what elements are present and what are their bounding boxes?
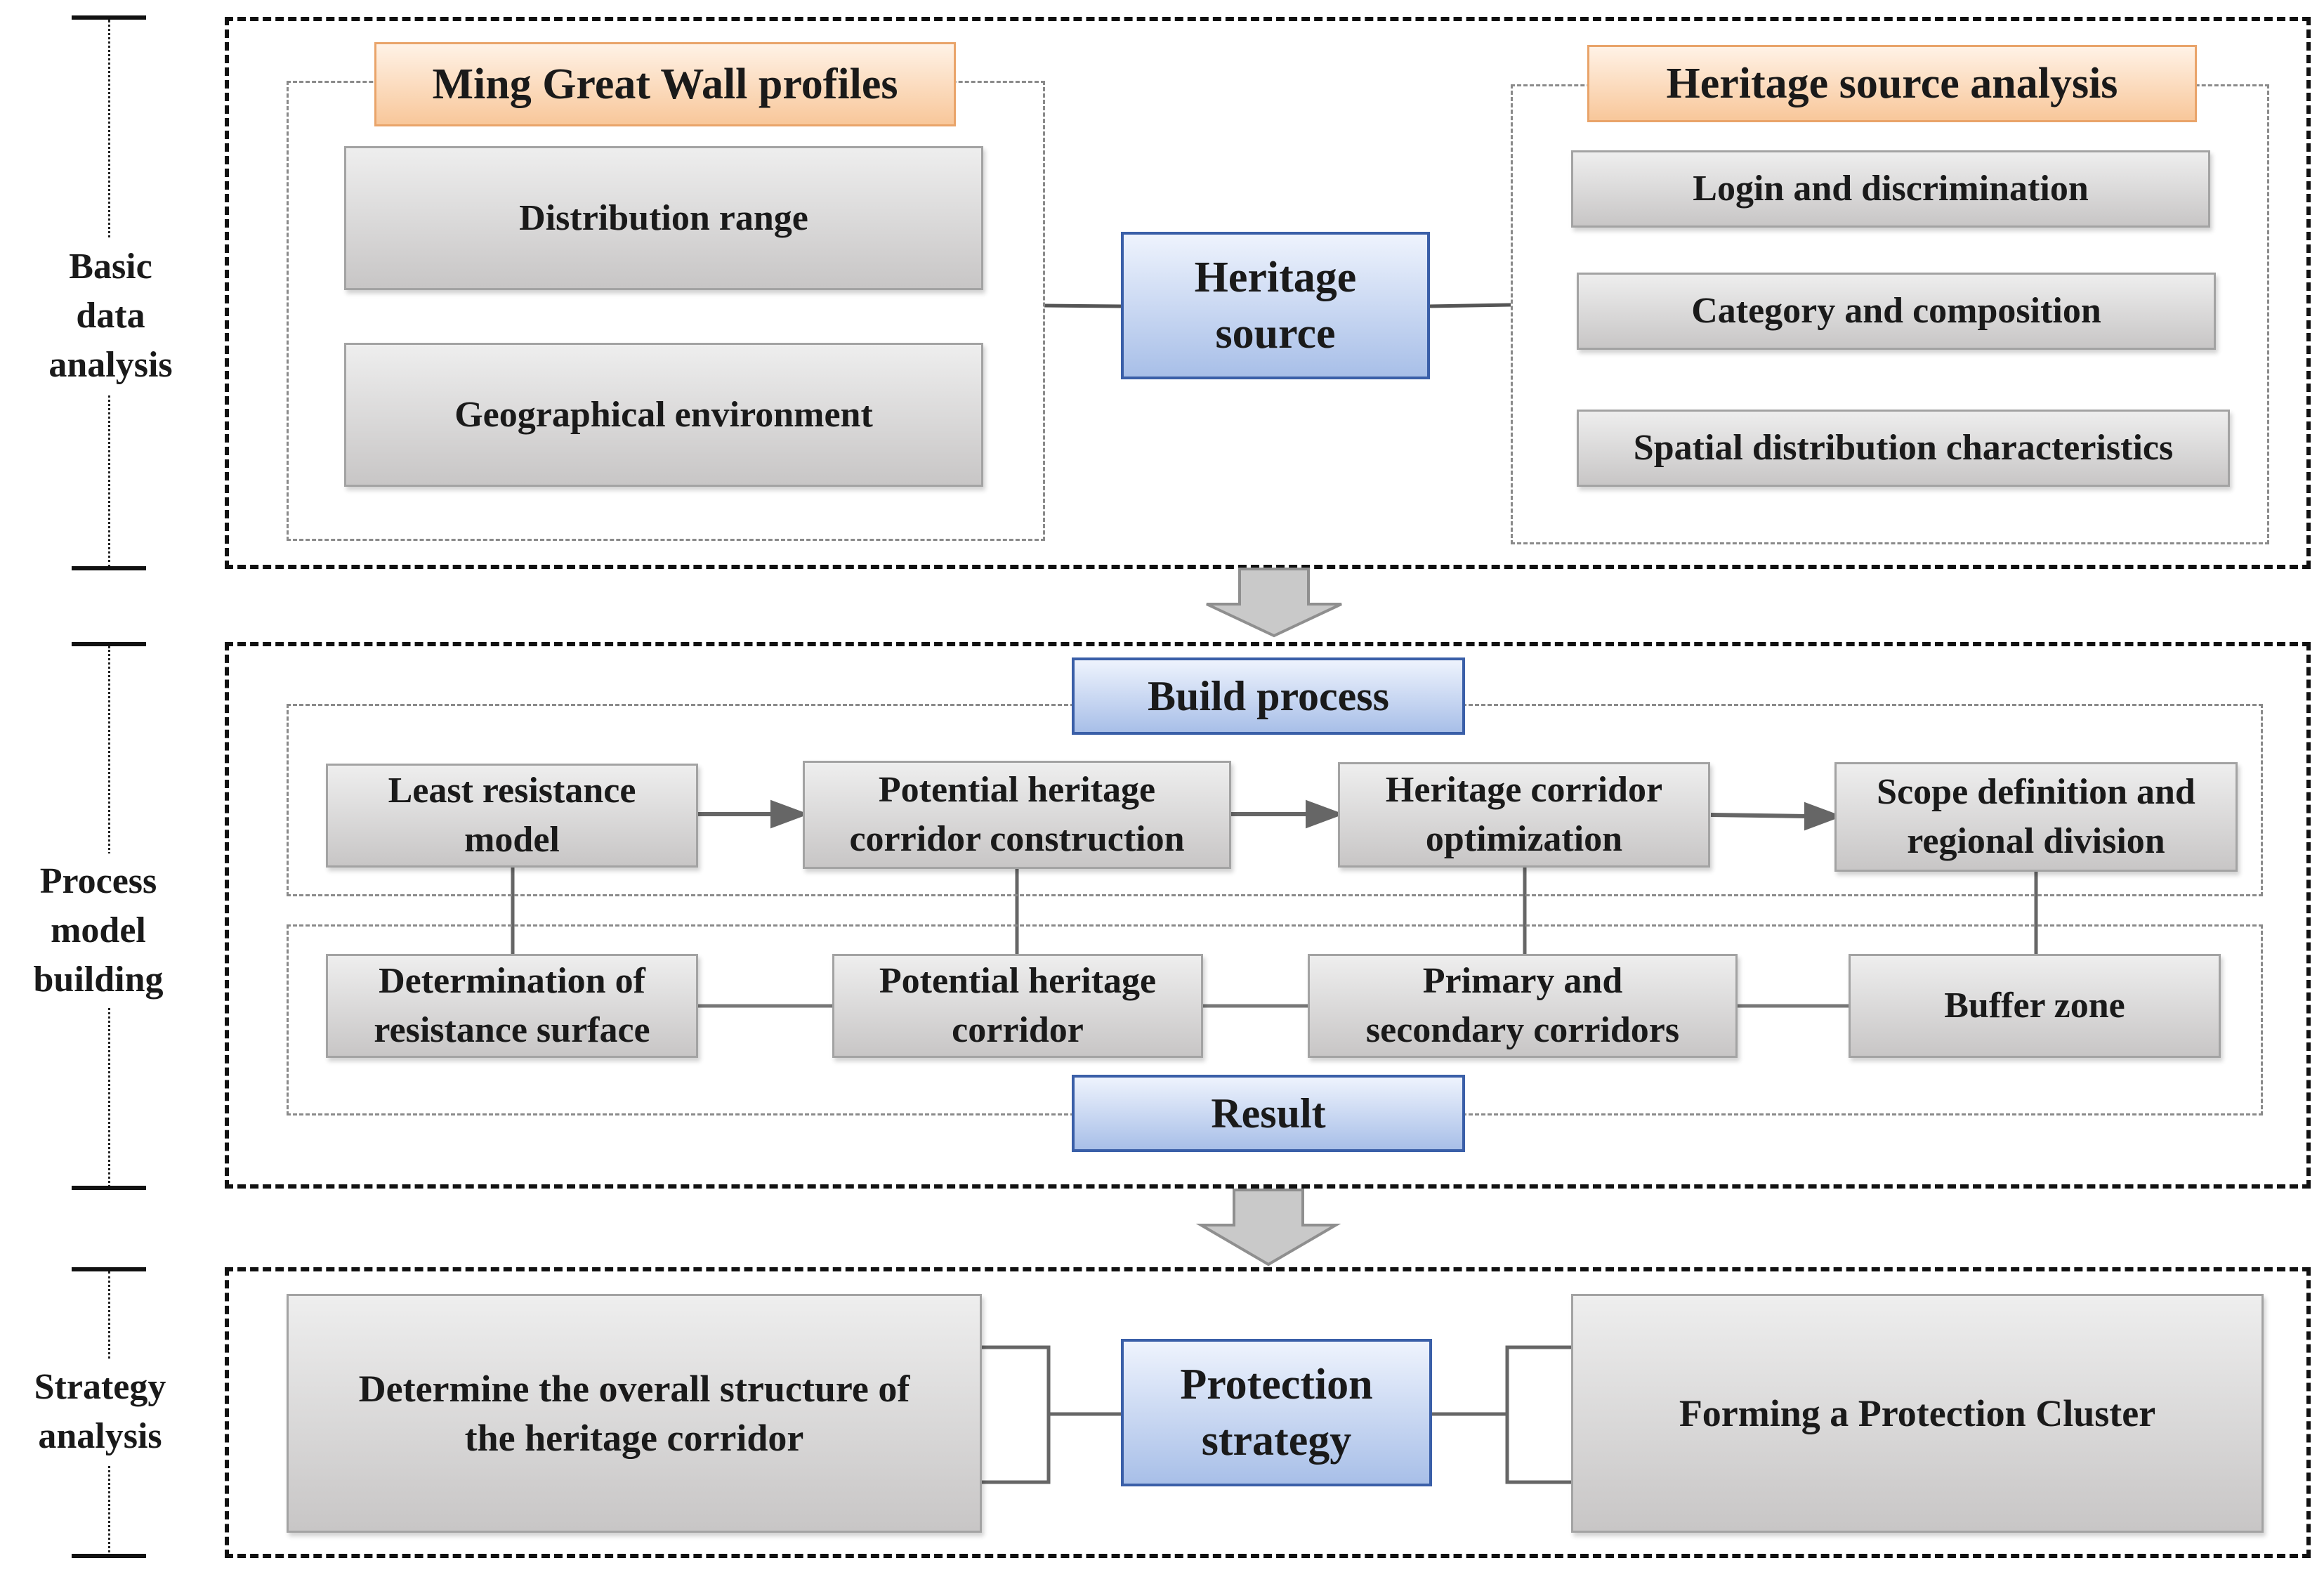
result-primary-and-secondary-corridors: Primary and secondary corridors bbox=[1308, 954, 1738, 1058]
down-arrow-icon bbox=[1195, 1189, 1341, 1267]
panel-basic-data-analysis bbox=[225, 17, 2311, 569]
label-basic-data-analysis: Basic data analysis bbox=[14, 239, 207, 393]
ruler-tick bbox=[72, 15, 146, 20]
result-determination-of-resistance-surface: Determination of resistance surface bbox=[326, 954, 698, 1058]
header-build-process: Build process bbox=[1072, 657, 1465, 735]
panel-strategy-analysis bbox=[225, 1267, 2311, 1558]
header-heritage-source-analysis: Heritage source analysis bbox=[1587, 45, 2197, 122]
label-process-model-building: Process model building bbox=[7, 853, 190, 1008]
box-spatial-distribution-characteristics: Spatial distribution characteristics bbox=[1577, 410, 2230, 487]
header-result: Result bbox=[1072, 1075, 1465, 1152]
ruler-tick bbox=[72, 566, 146, 570]
header-ming-great-wall-profiles: Ming Great Wall profiles bbox=[374, 42, 956, 126]
box-forming-protection-cluster: Forming a Protection Cluster bbox=[1571, 1294, 2264, 1533]
step-heritage-corridor-optimization: Heritage corridor optimization bbox=[1338, 762, 1710, 868]
result-potential-heritage-corridor: Potential heritage corridor bbox=[832, 954, 1203, 1058]
box-distribution-range: Distribution range bbox=[344, 146, 983, 290]
box-geographical-environment: Geographical environment bbox=[344, 343, 983, 487]
step-least-resistance-model: Least resistance model bbox=[326, 764, 698, 868]
label-strategy-analysis: Strategy analysis bbox=[14, 1359, 186, 1465]
step-potential-heritage-corridor-construction: Potential heritage corridor construction bbox=[803, 761, 1231, 869]
box-category-and-composition: Category and composition bbox=[1577, 273, 2216, 350]
ruler-tick bbox=[72, 1267, 146, 1271]
panel-process-model-building bbox=[225, 642, 2311, 1189]
box-determine-overall-structure: Determine the overall structure of the h… bbox=[287, 1294, 982, 1533]
step-scope-definition-and-regional-division: Scope definition and regional division bbox=[1834, 762, 2238, 872]
ruler-tick bbox=[72, 1186, 146, 1190]
node-protection-strategy: Protection strategy bbox=[1121, 1339, 1432, 1486]
down-arrow-icon bbox=[1206, 568, 1342, 638]
box-login-and-discrimination: Login and discrimination bbox=[1571, 150, 2210, 228]
node-heritage-source: Heritage source bbox=[1121, 232, 1430, 379]
ruler-tick bbox=[72, 1554, 146, 1558]
ruler-tick bbox=[72, 642, 146, 646]
result-buffer-zone: Buffer zone bbox=[1849, 954, 2221, 1058]
